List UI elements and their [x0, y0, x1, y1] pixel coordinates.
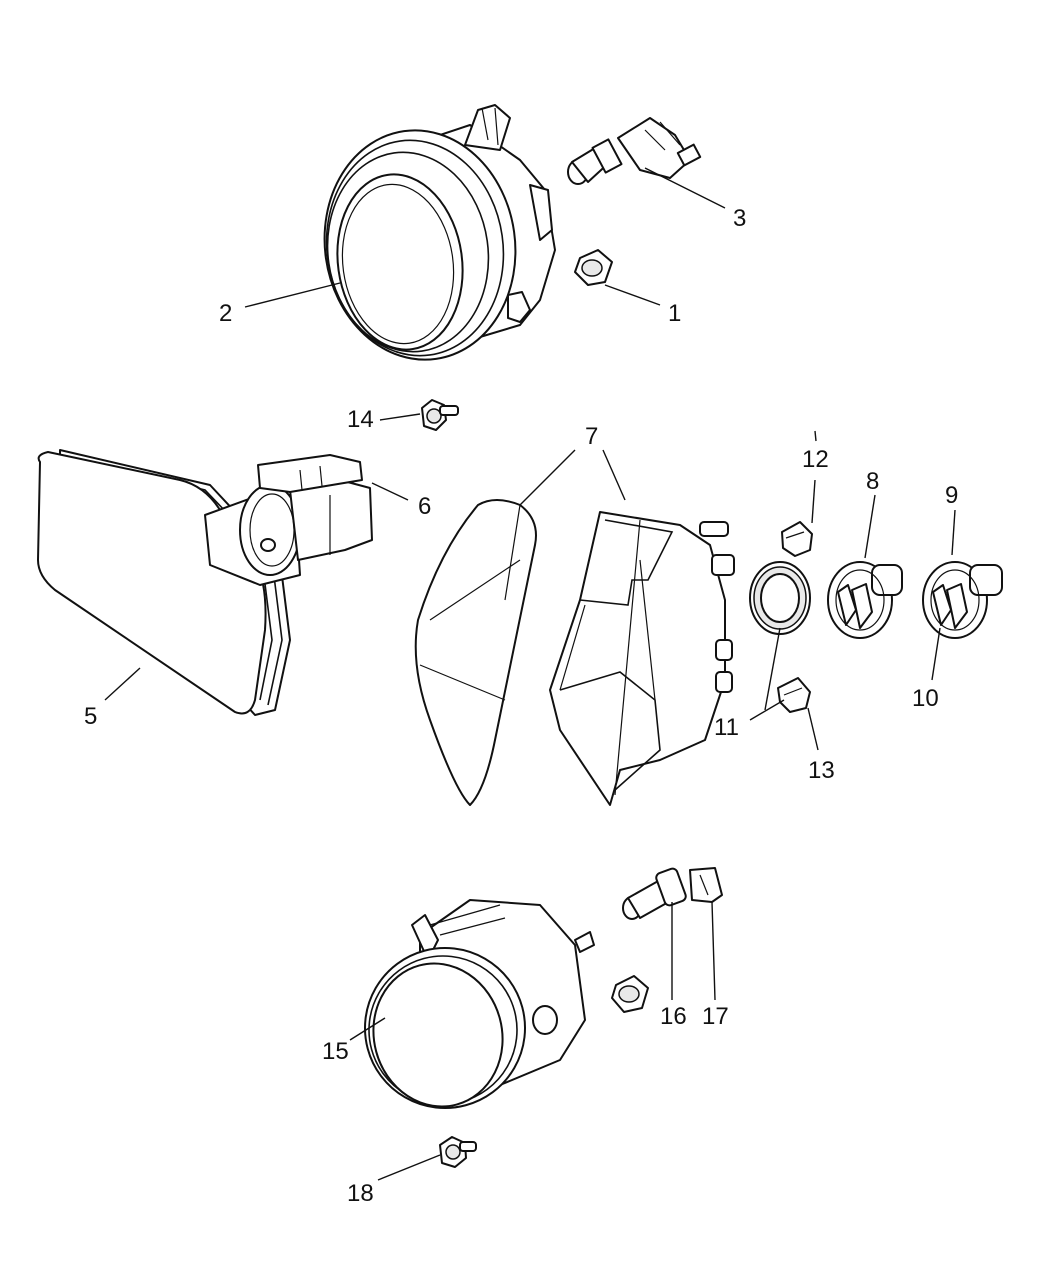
- part-8-socket: [827, 561, 903, 639]
- callout-8: 8: [866, 468, 879, 495]
- callout-5: 5: [84, 703, 97, 730]
- callout-9: 9: [945, 482, 958, 509]
- part-7-housing: [549, 511, 735, 806]
- callout-1: 1: [668, 300, 681, 327]
- part-12-clip: [781, 521, 813, 557]
- callout-2: 2: [219, 300, 232, 327]
- callout-6: 6: [418, 493, 431, 520]
- callout-11: 11: [714, 714, 739, 741]
- part-7-lens: [414, 499, 537, 806]
- part-16-fog-bulb: [622, 867, 687, 920]
- part-17-connector: [689, 867, 723, 903]
- part-1-nut: [574, 249, 613, 286]
- callout-10: 10: [912, 685, 939, 712]
- part-18-bolt: [439, 1136, 477, 1168]
- callout-14: 14: [347, 406, 374, 433]
- part-9-socket: [922, 561, 1003, 639]
- part-11-gasket: [749, 561, 811, 635]
- callout-15: 15: [322, 1038, 349, 1065]
- leader-lines: [104, 167, 956, 1181]
- callout-18: 18: [347, 1180, 374, 1207]
- callout-12: 12: [802, 446, 829, 473]
- callout-16: 16: [660, 1003, 687, 1030]
- part-15-fog-lamp: [364, 899, 595, 1109]
- callout-3: 3: [733, 205, 746, 232]
- callout-7: 7: [585, 423, 598, 450]
- part-3-bulb: [567, 117, 702, 185]
- part-14-bolt: [421, 399, 459, 431]
- part-2-headlamp: [323, 104, 556, 361]
- callout-13: 13: [808, 757, 835, 784]
- part-6-socket: [204, 454, 373, 586]
- callout-17: 17: [702, 1003, 729, 1030]
- part-13-clip: [777, 677, 811, 713]
- part-16-nut: [611, 975, 649, 1013]
- callout-labels: 1 2 3 5 6 7 8 9 10 11 12 13 14 15 16 17 …: [84, 205, 958, 1207]
